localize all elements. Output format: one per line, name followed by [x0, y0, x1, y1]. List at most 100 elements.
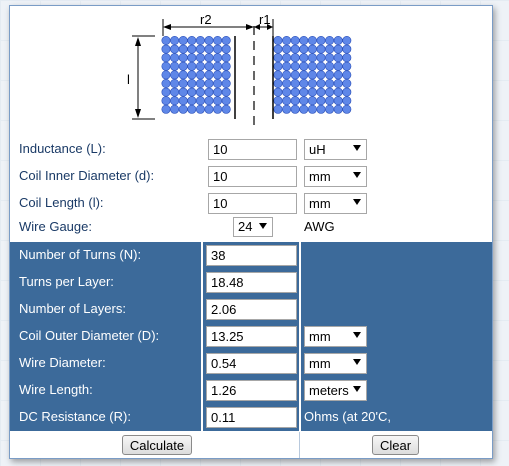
wire-turn [290, 44, 300, 54]
chevron-down-icon [353, 172, 361, 178]
wire-turn [170, 87, 180, 97]
wire-turn [221, 79, 231, 89]
dc-resistance-label: DC Resistance (R): [19, 409, 131, 424]
wire-turn [282, 87, 292, 97]
calculate-button[interactable]: Calculate [122, 435, 192, 455]
coil-winding-left [161, 35, 231, 114]
wire-turn [333, 70, 343, 80]
wire-turn [325, 61, 335, 71]
inductance-input[interactable] [208, 139, 297, 160]
inner-diameter-label: Coil Inner Diameter (d): [19, 168, 155, 183]
inner-diameter-input[interactable] [208, 166, 297, 187]
wire-diameter-row: Wire Diameter: mm [10, 350, 492, 377]
wire-gauge-row: Wire Gauge: 24 AWG [10, 215, 492, 239]
wire-turn [161, 96, 171, 106]
wire-turn [290, 87, 300, 97]
wire-turn [316, 87, 326, 97]
wire-turn [325, 70, 335, 80]
wire-turn [282, 104, 292, 114]
wire-diameter-unit-value: mm [309, 356, 331, 371]
outer-diameter-output[interactable] [206, 326, 297, 347]
wire-turn [273, 70, 283, 80]
wire-gauge-unit: AWG [304, 219, 335, 234]
turns-per-layer-output[interactable] [206, 272, 297, 293]
clear-button[interactable]: Clear [372, 435, 419, 455]
wire-length-unit-select[interactable]: meters [304, 380, 367, 401]
wire-turn [161, 53, 171, 63]
wire-turn [204, 70, 214, 80]
wire-turn [307, 104, 317, 114]
chevron-down-icon [353, 145, 361, 151]
inner-diameter-unit-select[interactable]: mm [304, 166, 367, 187]
wire-turn [213, 70, 223, 80]
wire-turn [273, 35, 283, 45]
wire-turn [316, 70, 326, 80]
wire-turn [333, 79, 343, 89]
dc-resistance-unit: Ohms (at 20'C, [304, 409, 392, 424]
coil-length-unit-select[interactable]: mm [304, 193, 367, 214]
wire-turn [342, 104, 352, 114]
turns-output[interactable] [206, 245, 297, 266]
wire-turn [299, 44, 309, 54]
inductance-unit-value: uH [309, 142, 326, 157]
wire-turn [282, 79, 292, 89]
coil-length-unit-value: mm [309, 196, 331, 211]
wire-turn [221, 53, 231, 63]
wire-length-unit-value: meters [309, 383, 349, 398]
wire-gauge-select[interactable]: 24 [233, 217, 273, 237]
wire-turn [195, 61, 205, 71]
wire-turn [204, 35, 214, 45]
button-row: Calculate Clear [10, 432, 492, 458]
wire-turn [213, 44, 223, 54]
wire-turn [187, 70, 197, 80]
turns-per-layer-label: Turns per Layer: [19, 274, 114, 289]
wire-turn [170, 61, 180, 71]
wire-turn [178, 79, 188, 89]
wire-turn [161, 35, 171, 45]
wire-diameter-unit-select[interactable]: mm [304, 353, 367, 374]
wire-turn [170, 96, 180, 106]
wire-turn [316, 96, 326, 106]
wire-turn [307, 87, 317, 97]
wire-turn [333, 53, 343, 63]
layers-output[interactable] [206, 299, 297, 320]
wire-turn [187, 44, 197, 54]
inner-diameter-row: Coil Inner Diameter (d): mm [10, 163, 492, 190]
wire-turn [273, 53, 283, 63]
wire-turn [204, 87, 214, 97]
wire-diameter-output[interactable] [206, 353, 297, 374]
dc-resistance-output[interactable] [206, 407, 297, 428]
wire-turn [342, 70, 352, 80]
wire-turn [325, 87, 335, 97]
wire-turn [204, 44, 214, 54]
inductance-unit-select[interactable]: uH [304, 139, 367, 160]
wire-turn [178, 61, 188, 71]
coil-length-input[interactable] [208, 193, 297, 214]
wire-turn [161, 61, 171, 71]
wire-turn [307, 35, 317, 45]
chevron-down-icon [353, 332, 361, 338]
coil-winding-right [273, 35, 352, 114]
wire-turn [299, 96, 309, 106]
wire-turn [273, 96, 283, 106]
wire-turn [170, 44, 180, 54]
wire-turn [299, 53, 309, 63]
wire-turn [187, 87, 197, 97]
wire-turn [299, 104, 309, 114]
wire-length-output[interactable] [206, 380, 297, 401]
wire-turn [178, 35, 188, 45]
wire-turn [195, 87, 205, 97]
outer-diameter-unit-select[interactable]: mm [304, 326, 367, 347]
wire-turn [178, 53, 188, 63]
wire-turn [325, 53, 335, 63]
wire-turn [290, 61, 300, 71]
wire-turn [299, 61, 309, 71]
turns-row: Number of Turns (N): [10, 242, 492, 269]
wire-turn [204, 53, 214, 63]
wire-turn [342, 53, 352, 63]
wire-turn [221, 87, 231, 97]
wire-turn [316, 35, 326, 45]
outer-diameter-unit-value: mm [309, 329, 331, 344]
wire-turn [282, 53, 292, 63]
wire-turn [195, 70, 205, 80]
